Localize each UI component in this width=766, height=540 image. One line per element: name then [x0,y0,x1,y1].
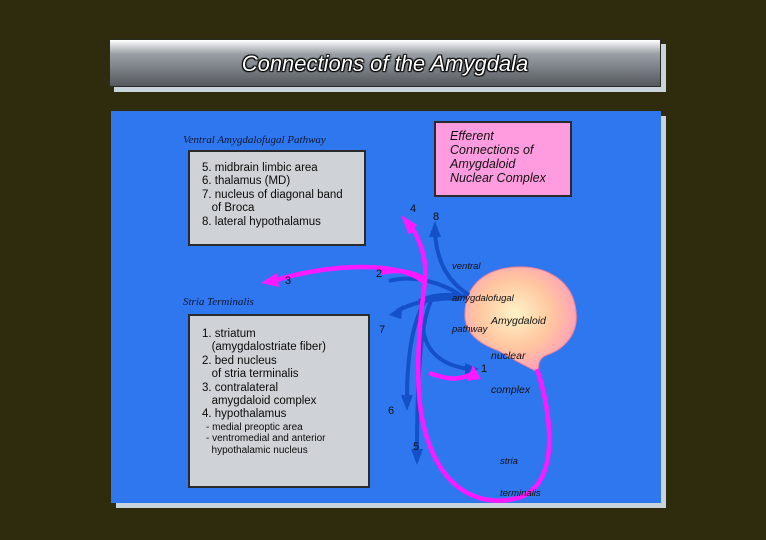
ventral-target-8: 8. lateral hypothalamus [202,215,321,228]
ventral-label-line-3: pathway [452,324,488,335]
arrowhead-3 [261,273,279,287]
slide-title: Connections of the Amygdala [241,51,529,76]
arrowhead-6 [401,395,413,411]
amygdala-label-line-1: Amygdaloid [491,315,546,327]
stria-arrowheads [261,215,481,381]
label-8: 8 [433,211,440,223]
efferent-title-line-3: Amygdaloid [450,157,516,171]
efferent-title-line-1: Efferent [450,129,494,143]
ventral-targets-box: 5. midbrain limbic area 6. thalamus (MD)… [188,150,366,246]
stria-targets-box: 1. striatum (amygdalostriate fiber) 2. b… [188,314,370,488]
title-bar: Connections of the Amygdala [109,39,661,87]
amygdaloid-complex-shape [464,266,577,372]
label-7: 7 [379,324,386,336]
stria-target-3: 3. contralateral [202,381,279,394]
stria-target-1-cont: (amygdalostriate fiber) [202,341,326,354]
stria-terminalis-label: stria terminalis [500,436,541,503]
stria-target-4: 4. hypothalamus [202,408,287,421]
stria-target-3-cont: amygdaloid complex [202,395,317,408]
ventral-target-6: 6. thalamus (MD) [202,175,291,188]
efferent-title-box: Efferent Connections of Amygdaloid Nucle… [434,121,572,197]
stria-target-2: 2. bed nucleus [202,354,277,367]
ventral-pathway-label: ventral amygdalofugal pathway [452,241,514,357]
ventral-target-5: 5. midbrain limbic area [202,162,318,174]
label-6: 6 [388,405,395,417]
ventral-label-line-1: ventral [452,261,481,272]
arrowhead-5 [411,449,423,465]
arrowhead-8 [429,221,441,237]
stria-target-4-sub-3: hypothalamic nucleus [206,445,308,457]
fiber-8 [433,232,471,297]
amygdaloid-complex-label: Amygdaloid nuclear complex [491,293,546,420]
diagram-panel: Ventral Amygdalofugal Pathway 5. midbrai… [111,111,661,503]
label-5: 5 [413,441,420,453]
label-3: 3 [285,275,292,287]
amygdala-label-line-2: nuclear [491,349,526,362]
label-4: 4 [410,203,417,215]
stria-label-line-1: stria [500,456,518,467]
stria-terminalis-heading: Stria Terminalis [183,296,254,308]
stria-target-4-sub-1: - medial preoptic area [206,421,303,433]
fiber-1-ventral [421,326,470,371]
efferent-title-line-4: Nuclear Complex [450,171,546,185]
ventral-target-7: 7. nucleus of diagonal band [202,188,343,201]
amygdala-label-line-3: complex [491,384,531,396]
arrowhead-4 [401,215,417,235]
stria-terminalis-path [272,227,552,503]
arrowhead-7 [389,305,403,319]
stria-target-4-sub-2: - ventromedial and anterior [206,433,326,445]
ventral-pathway-heading: Ventral Amygdalofugal Pathway [183,134,326,146]
efferent-title-line-2: Connections of [450,143,534,157]
arrowhead-1-stria [467,365,481,381]
stria-to-2 [380,268,427,281]
ventral-label-line-2: amygdalofugal [452,292,514,304]
pathway-diagram [261,215,577,503]
ventral-target-7-cont: of Broca [202,202,255,215]
stria-target-1: 1. striatum [202,328,256,340]
stria-target-2-cont: of stria terminalis [202,368,299,381]
stria-label-line-2: terminalis [500,487,541,499]
stria-to-1 [428,370,475,381]
label-2: 2 [376,268,383,280]
label-1: 1 [481,363,488,375]
